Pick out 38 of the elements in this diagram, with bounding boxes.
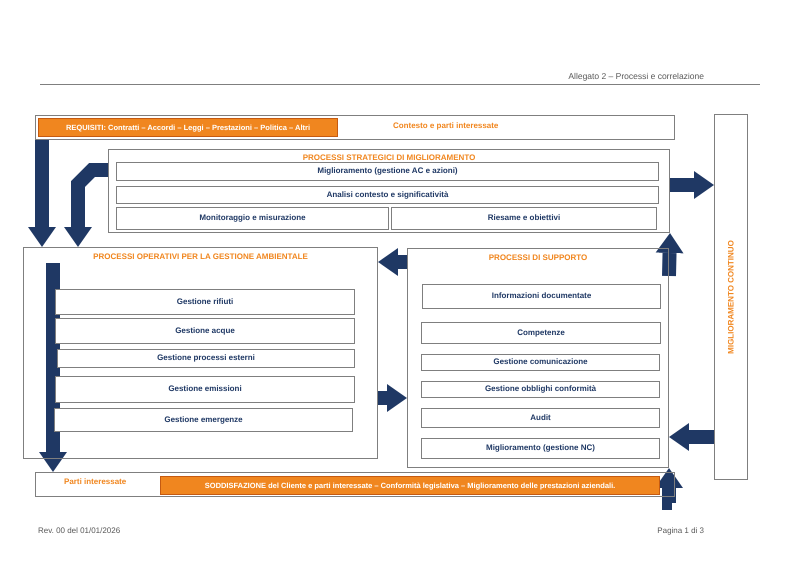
block-arrow <box>378 248 407 276</box>
process-box: Informazioni documentate <box>422 284 661 309</box>
footer-text: Rev. 00 del 01/01/2026 <box>38 526 120 535</box>
block-arrow <box>669 423 714 451</box>
group-title: PROCESSI OPERATIVI PER LA GESTIONE AMBIENTALE <box>92 252 309 261</box>
process-box: Gestione emissioni <box>55 376 355 403</box>
process-box: Miglioramento (gestione AC e azioni) <box>116 162 659 181</box>
context-band <box>35 115 675 140</box>
document-title: Allegato 2 – Processi e correlazione <box>568 71 704 81</box>
process-box: Monitoraggio e misurazione <box>116 207 389 230</box>
band-title: Contesto e parti interessate <box>393 121 498 130</box>
process-box: Gestione rifiuti <box>55 289 355 315</box>
group-title: PROCESSI STRATEGICI DI MIGLIORAMENTO <box>302 153 476 162</box>
block-arrow <box>656 233 684 276</box>
continuous-improvement-bar <box>714 114 748 480</box>
block-arrow <box>28 140 56 247</box>
support-group-box <box>407 248 669 468</box>
block-arrow <box>378 384 407 412</box>
process-box: Gestione processi esterni <box>57 349 355 368</box>
band-title: Parti interessate <box>64 477 126 486</box>
process-box: Riesame e obiettivi <box>391 207 657 230</box>
process-box: Gestione obblighi conformità <box>421 381 660 398</box>
process-box: Analisi contesto e significatività <box>116 186 659 204</box>
process-box: Audit <box>421 408 660 428</box>
block-arrow <box>64 163 108 247</box>
operational-group-box <box>23 247 378 459</box>
strategic-group-box <box>108 149 670 233</box>
vertical-title: MIGLIORAMENTO CONTINUO <box>726 240 736 354</box>
block-arrow <box>670 171 714 199</box>
process-box: Competenze <box>421 322 661 344</box>
block-arrow <box>39 263 67 472</box>
stakeholders-band <box>35 472 675 497</box>
footer-text: Pagina 1 di 3 <box>657 526 704 535</box>
group-title: PROCESSI DI SUPPORTO <box>488 253 588 262</box>
process-box: Gestione acque <box>55 318 355 344</box>
process-box: Gestione emergenze <box>54 408 353 432</box>
process-box: Miglioramento (gestione NC) <box>421 438 660 459</box>
process-box: Gestione comunicazione <box>421 354 660 371</box>
